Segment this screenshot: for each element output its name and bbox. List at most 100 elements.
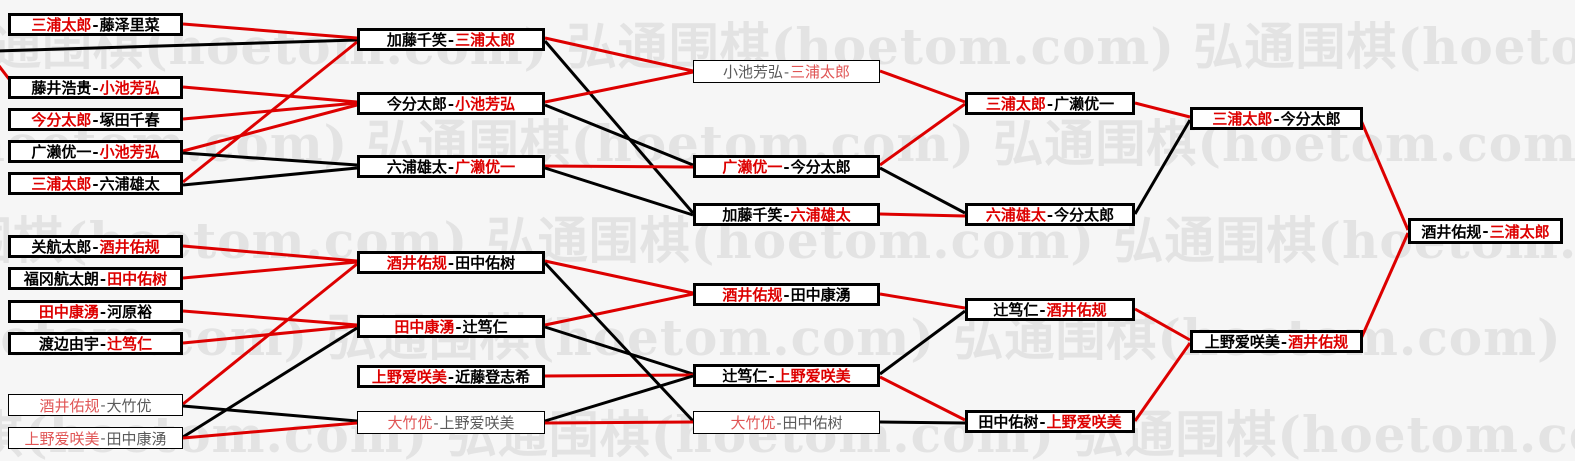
player-name: 三浦太郎 bbox=[455, 31, 516, 49]
player-name: 田中康湧 bbox=[394, 318, 455, 336]
vs-dash: - bbox=[1039, 300, 1046, 319]
match-box-c1m3[interactable]: 今分太郎-塚田千春 bbox=[8, 108, 183, 131]
winner-path-line bbox=[544, 70, 694, 104]
player-name: 小池芳弘 bbox=[455, 95, 516, 113]
match-box-c1m7[interactable]: 福冈航太朗-田中佑树 bbox=[8, 267, 183, 290]
match-box-c3m5[interactable]: 辻笃仁-上野爱咲美 bbox=[693, 364, 880, 387]
winner-path-line bbox=[879, 102, 966, 167]
vs-dash: - bbox=[92, 174, 99, 193]
match-box-c1m8[interactable]: 田中康湧-河原裕 bbox=[8, 300, 183, 323]
match-box-c1m9[interactable]: 渡边由宇-辻笃仁 bbox=[8, 332, 183, 355]
player-name: 河原裕 bbox=[107, 303, 153, 321]
player-name: 上野爱咲美 bbox=[371, 368, 447, 386]
match-box-c1m10[interactable]: 酒井佑规-大竹优 bbox=[8, 394, 183, 416]
vs-dash: - bbox=[447, 253, 455, 272]
winner-path-line bbox=[544, 420, 694, 425]
match-box-c1m1[interactable]: 三浦太郎-藤泽里菜 bbox=[8, 13, 183, 36]
winner-path-line bbox=[544, 373, 694, 378]
loser-path-line bbox=[544, 103, 694, 167]
loser-path-line bbox=[182, 166, 358, 187]
loser-path-line bbox=[0, 38, 358, 53]
vs-dash: - bbox=[1046, 205, 1054, 224]
match-box-c3m4[interactable]: 酒井佑规-田中康湧 bbox=[693, 283, 880, 306]
loser-path-line bbox=[544, 374, 694, 423]
vs-dash: - bbox=[768, 366, 775, 385]
player-name: 加藤千笑 bbox=[386, 31, 447, 49]
match-box-c1m5[interactable]: 三浦太郎-六浦雄太 bbox=[8, 172, 183, 195]
match-box-c2m2[interactable]: 今分太郎-小池芳弘 bbox=[357, 92, 545, 115]
player-name: 广濑优一 bbox=[722, 158, 783, 176]
match-box-c4m2[interactable]: 六浦雄太-今分太郎 bbox=[965, 203, 1135, 226]
player-name: 田中佑树 bbox=[107, 270, 168, 288]
winner-path-line bbox=[1134, 307, 1191, 342]
winner-path-line bbox=[1358, 117, 1410, 231]
winner-path-line bbox=[879, 292, 966, 310]
vs-dash: - bbox=[100, 429, 106, 447]
match-box-c4m4[interactable]: 田中佑树-上野爱咲美 bbox=[965, 410, 1135, 433]
player-name: 三浦太郎 bbox=[1212, 110, 1273, 128]
loser-path-line bbox=[879, 309, 966, 376]
player-name: 三浦太郎 bbox=[31, 16, 92, 34]
vs-dash: - bbox=[99, 302, 107, 321]
vs-dash: - bbox=[783, 62, 790, 81]
match-box-c2m3[interactable]: 六浦雄太-广濑优一 bbox=[357, 155, 545, 178]
match-box-c5m1[interactable]: 三浦太郎-今分太郎 bbox=[1190, 107, 1363, 130]
match-box-c1m2[interactable]: 藤井浩贵-小池芳弘 bbox=[8, 76, 183, 99]
winner-path-line bbox=[1358, 232, 1410, 342]
loser-path-line bbox=[182, 326, 358, 439]
match-box-c3m6[interactable]: 大竹优-田中佑树 bbox=[693, 411, 880, 434]
player-name: 三浦太郎 bbox=[985, 95, 1046, 113]
winner-path-line bbox=[544, 36, 694, 73]
player-name: 酒井佑规 bbox=[1288, 333, 1349, 351]
winner-path-line bbox=[182, 101, 358, 121]
player-name: 六浦雄太 bbox=[985, 206, 1046, 224]
player-name: 上野爱咲美 bbox=[1046, 413, 1122, 431]
vs-dash: - bbox=[92, 78, 99, 97]
match-box-c1m6[interactable]: 关航太郎-酒井佑规 bbox=[8, 235, 183, 258]
player-name: 今分太郎 bbox=[386, 95, 447, 113]
player-name: 田中佑树 bbox=[782, 414, 843, 432]
match-box-c2m1[interactable]: 加藤千笑-三浦太郎 bbox=[357, 28, 545, 51]
winner-path-line bbox=[1133, 342, 1192, 422]
match-box-c2m5[interactable]: 田中康湧-辻笃仁 bbox=[357, 315, 545, 338]
player-name: 近藤登志希 bbox=[455, 368, 531, 386]
match-box-c5m2[interactable]: 上野爱咲美-酒井佑规 bbox=[1190, 330, 1363, 353]
loser-path-line bbox=[182, 404, 358, 423]
match-box-c2m7[interactable]: 大竹优-上野爱咲美 bbox=[357, 411, 545, 434]
vs-dash: - bbox=[92, 15, 99, 34]
match-box-c6m1[interactable]: 酒井佑规-三浦太郎 bbox=[1408, 218, 1563, 244]
match-box-c2m6[interactable]: 上野爱咲美-近藤登志希 bbox=[357, 365, 545, 388]
match-box-c3m2[interactable]: 广濑优一-今分太郎 bbox=[693, 155, 880, 178]
match-box-c1m11[interactable]: 上野爱咲美-田中康湧 bbox=[8, 427, 183, 449]
vs-dash: - bbox=[776, 413, 782, 432]
player-name: 关航太郎 bbox=[31, 238, 92, 256]
player-name: 酒井佑规 bbox=[1046, 301, 1107, 319]
player-name: 广濑优一 bbox=[455, 158, 516, 176]
loser-path-line bbox=[544, 325, 694, 376]
match-box-c4m3[interactable]: 辻笃仁-酒井佑规 bbox=[965, 298, 1135, 321]
player-name: 小池芳弘 bbox=[99, 79, 160, 97]
player-name: 上野爱咲美 bbox=[775, 367, 851, 385]
vs-dash: - bbox=[433, 413, 439, 432]
player-name: 辻笃仁 bbox=[993, 301, 1039, 319]
player-name: 上野爱咲美 bbox=[1204, 333, 1280, 351]
vs-dash: - bbox=[92, 110, 99, 129]
match-box-c3m3[interactable]: 加藤千笑-六浦雄太 bbox=[693, 203, 880, 226]
player-name: 上野爱咲美 bbox=[439, 414, 515, 432]
player-name: 广濑优一 bbox=[31, 143, 92, 161]
player-name: 今分太郎 bbox=[1054, 206, 1115, 224]
player-name: 辻笃仁 bbox=[462, 318, 508, 336]
loser-path-line bbox=[543, 40, 695, 214]
player-name: 藤井浩贵 bbox=[31, 79, 92, 97]
vs-dash: - bbox=[1280, 332, 1288, 351]
player-name: 上野爱咲美 bbox=[24, 429, 100, 448]
match-box-c4m1[interactable]: 三浦太郎-广濑优一 bbox=[965, 92, 1135, 115]
match-box-c2m4[interactable]: 酒井佑规-田中佑树 bbox=[357, 251, 545, 274]
winner-path-line bbox=[182, 421, 358, 440]
player-name: 小池芳弘 bbox=[722, 63, 783, 81]
match-box-c3m1[interactable]: 小池芳弘-三浦太郎 bbox=[693, 60, 880, 83]
winner-path-line bbox=[182, 260, 358, 280]
match-box-c1m4[interactable]: 广濑优一-小池芳弘 bbox=[8, 140, 183, 163]
player-name: 三浦太郎 bbox=[31, 175, 92, 193]
